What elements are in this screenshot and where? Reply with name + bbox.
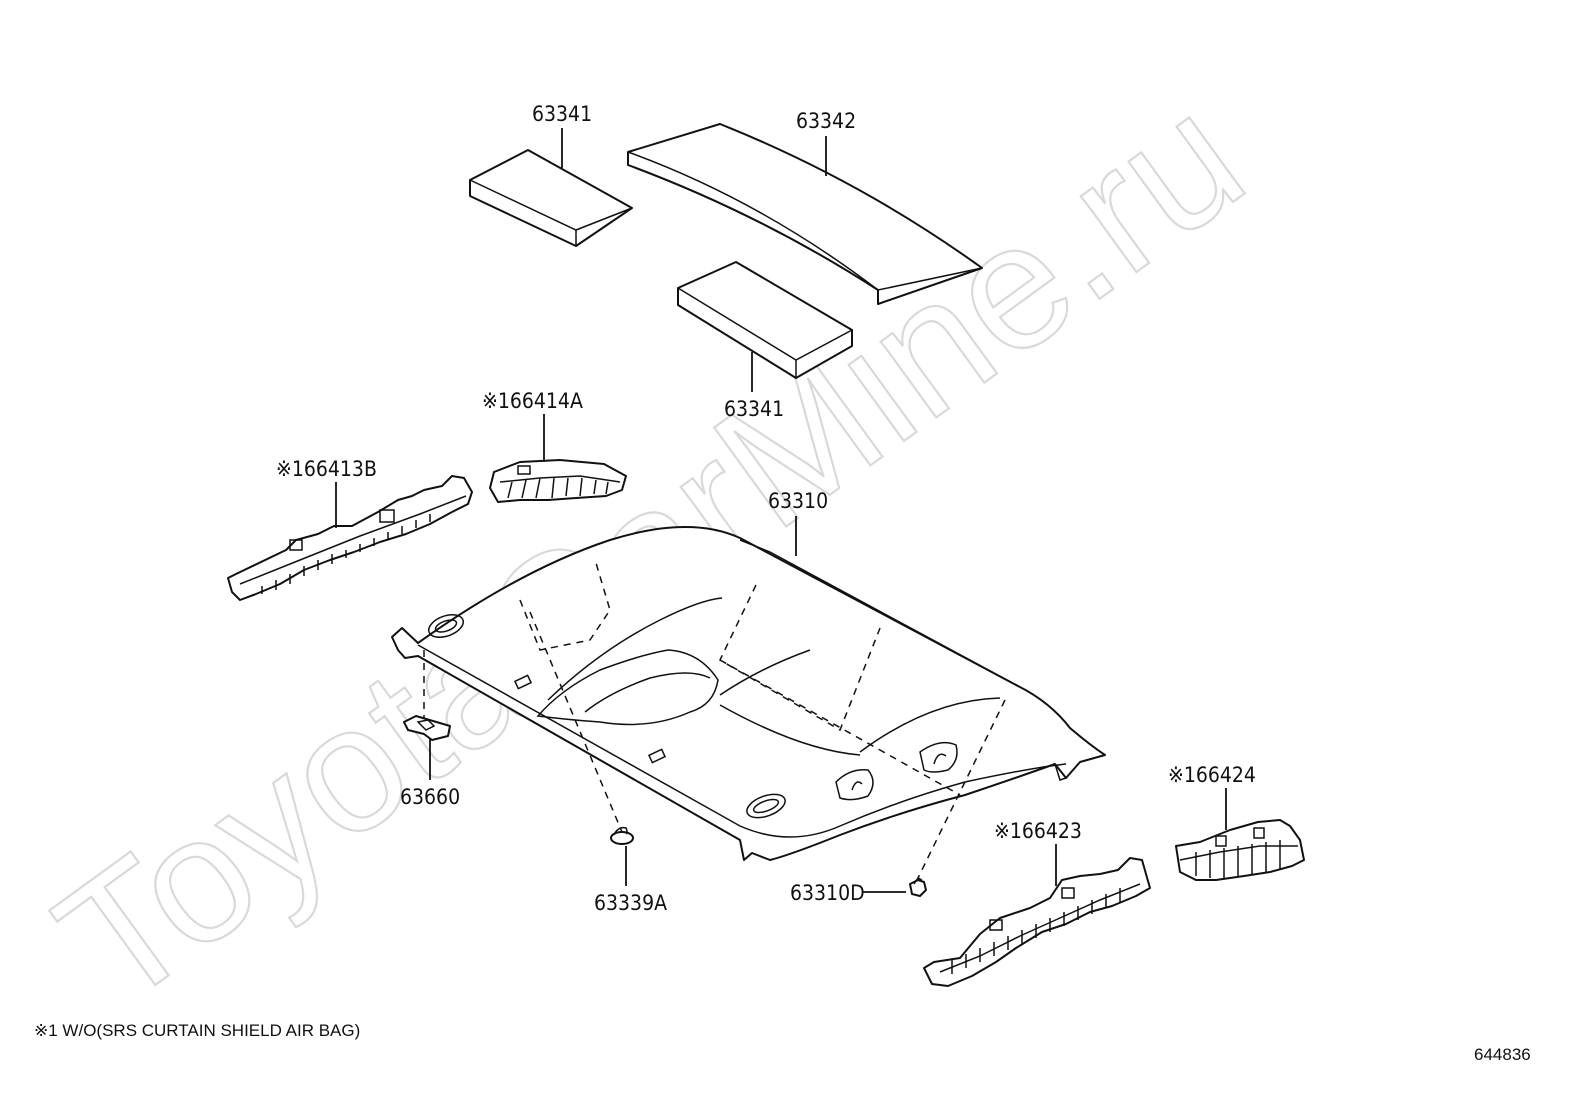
label-66424: ※166424: [1168, 763, 1256, 787]
pad-63342: [627, 123, 983, 305]
garnish-66424: [1175, 819, 1305, 881]
assembly-lines: [423, 562, 1006, 879]
holder-63660: [403, 715, 451, 741]
clip-63339A: [610, 826, 634, 845]
label-63341-top: 63341: [532, 102, 592, 126]
leader-lines: [335, 128, 1227, 893]
label-63342: 63342: [796, 109, 856, 133]
label-63310: 63310: [768, 489, 828, 513]
label-66423: ※166423: [994, 819, 1082, 843]
diagram-code: 644836: [1474, 1045, 1531, 1064]
garnish-66413B: [227, 475, 473, 601]
garnish-66414A: [489, 459, 627, 503]
label-66414A: ※166414A: [482, 389, 583, 413]
pad-63341-bottom: [677, 261, 853, 379]
label-63341-bottom: 63341: [724, 397, 784, 421]
label-63339A: 63339A: [594, 891, 667, 915]
label-63660: 63660: [400, 785, 460, 809]
clip-63310D: [909, 877, 927, 897]
garnish-66423: [923, 857, 1151, 987]
pad-63341-top: [469, 149, 633, 247]
label-66413B: ※166413B: [276, 457, 377, 481]
label-63310D: 63310D: [790, 881, 865, 905]
footnote: ※1 W/O(SRS CURTAIN SHIELD AIR BAG): [34, 1021, 360, 1040]
